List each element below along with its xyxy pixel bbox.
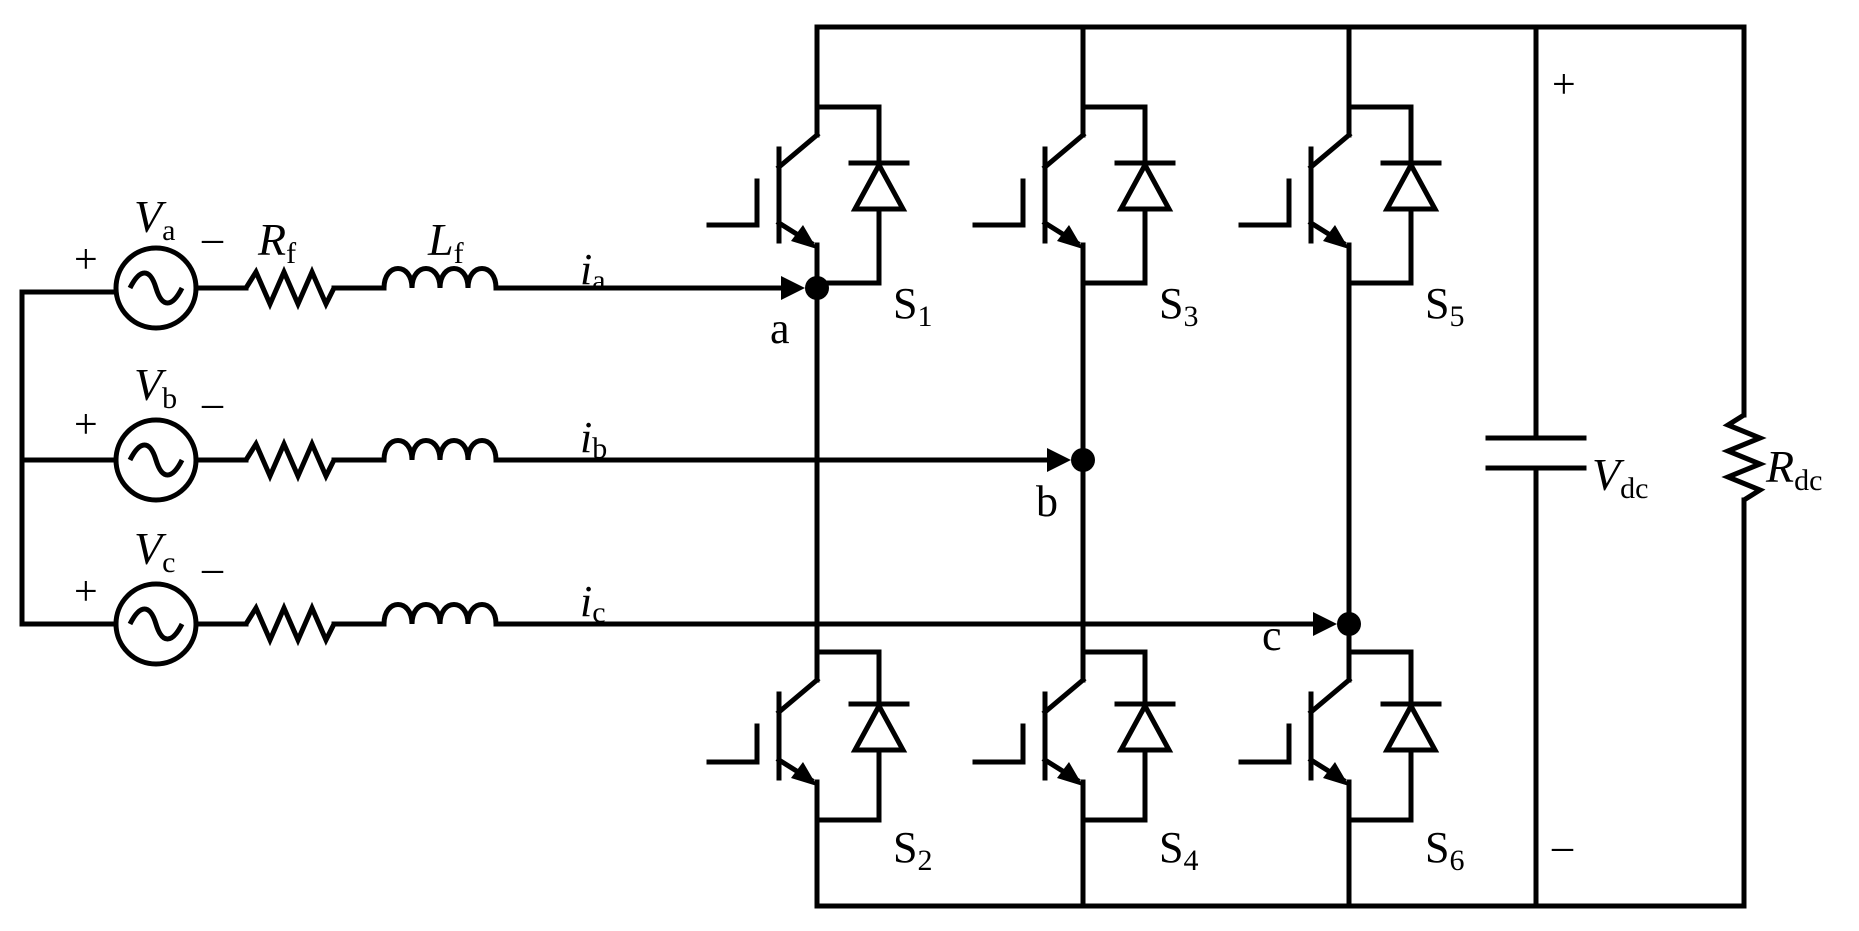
filter-resistor-b-icon: [243, 437, 337, 483]
switch-s1: [706, 104, 910, 286]
source-c-minus: –: [201, 546, 224, 592]
switch-s2: [706, 649, 910, 823]
phase-lines: [113, 245, 1337, 667]
dc-capacitor-label: Vdc: [1592, 449, 1648, 505]
filter-inductor-label: Lf: [427, 214, 464, 270]
source-label-b: Vb: [134, 359, 177, 415]
switch-s6: [1238, 649, 1442, 823]
node-label-a: a: [770, 304, 790, 353]
current-arrow-c-icon: [1313, 612, 1337, 636]
filter-resistor-label: Rf: [257, 214, 296, 270]
switch-label-s1: S1: [893, 279, 932, 333]
current-label-a: ia: [580, 245, 606, 297]
source-neutral-bus: [19, 289, 118, 627]
filter-resistor-a-icon: [243, 265, 337, 311]
source-a-minus: –: [201, 216, 224, 262]
switch-s5: [1238, 104, 1442, 286]
node-label-c: c: [1262, 611, 1282, 660]
source-b-plus: +: [74, 402, 98, 448]
switch-label-s2: S2: [893, 823, 932, 877]
source-c-plus: +: [74, 569, 98, 615]
node-b-dot: [1071, 448, 1095, 472]
phase-b-branch: [113, 417, 1071, 503]
source-a-plus: +: [74, 237, 98, 283]
filter-inductor-b-icon: [381, 438, 499, 461]
switch-label-s3: S3: [1159, 279, 1198, 333]
dc-minus-sign: –: [1551, 824, 1574, 870]
node-a-dot: [805, 276, 829, 300]
current-label-c: ic: [580, 577, 606, 629]
source-b-minus: –: [201, 381, 224, 427]
dc-capacitor: [1485, 24, 1587, 909]
dc-plus-sign: +: [1552, 62, 1576, 108]
dc-load-resistor: [1721, 24, 1767, 909]
source-label-a: Va: [134, 191, 175, 247]
switch-s4: [972, 649, 1176, 823]
switch-label-s6: S6: [1425, 823, 1464, 877]
phase-a-branch: [113, 245, 805, 331]
filter-inductor-a-icon: [381, 266, 499, 289]
phase-c-branch: [113, 581, 1337, 667]
current-arrow-a-icon: [781, 276, 805, 300]
source-label-c: Vc: [134, 523, 175, 579]
current-label-b: ib: [580, 413, 607, 465]
current-arrow-b-icon: [1047, 448, 1071, 472]
switch-label-s4: S4: [1159, 823, 1198, 877]
filter-inductor-c-icon: [381, 602, 499, 625]
node-c-dot: [1337, 612, 1361, 636]
filter-resistor-c-icon: [243, 601, 337, 647]
dc-load-label: Rdc: [1765, 441, 1822, 497]
switch-array: [706, 104, 1442, 823]
switch-label-s5: S5: [1425, 279, 1464, 333]
node-label-b: b: [1036, 477, 1058, 526]
switch-s3: [972, 104, 1176, 286]
